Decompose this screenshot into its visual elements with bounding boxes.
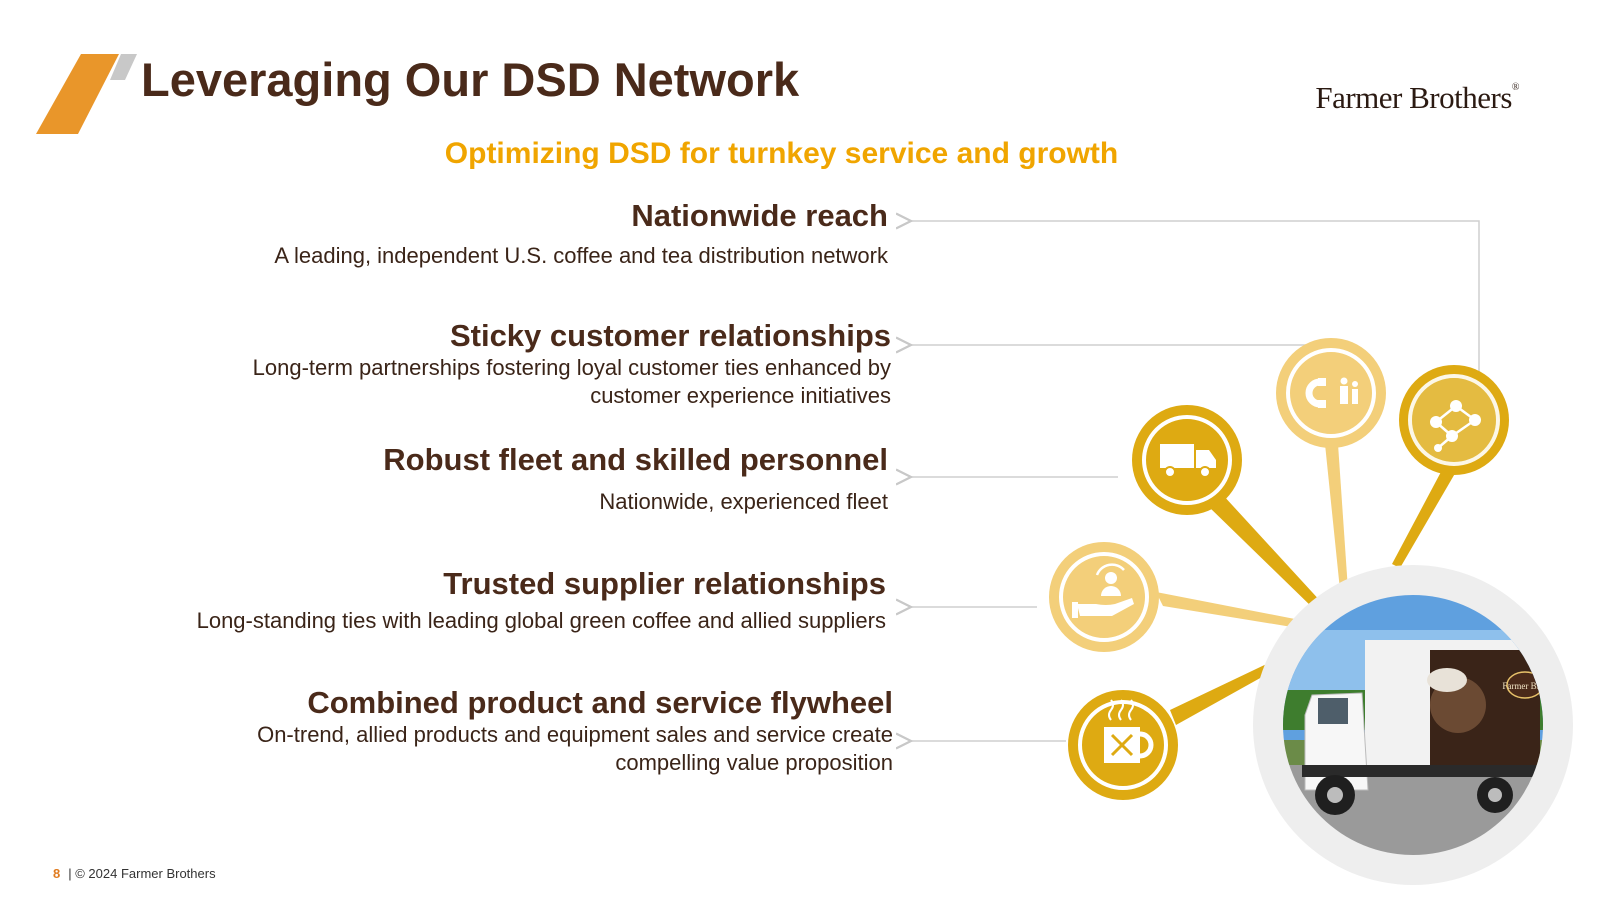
item-description-line: compelling value proposition bbox=[615, 750, 893, 775]
connector-lines bbox=[911, 221, 1480, 741]
farmer-brothers-logo: Farmer Brothers® bbox=[1315, 80, 1519, 115]
page-subtitle: Optimizing DSD for turnkey service and g… bbox=[444, 137, 1119, 170]
page-number: 8 bbox=[53, 866, 61, 881]
item-trusted-supplier: Trusted supplier relationships Long-stan… bbox=[197, 566, 886, 635]
item-description: A leading, independent U.S. coffee and t… bbox=[274, 243, 888, 268]
network-icon bbox=[1399, 365, 1509, 475]
item-sticky-customer-relationships: Sticky customer relationships Long-term … bbox=[253, 318, 891, 410]
copyright: | © 2024 Farmer Brothers bbox=[68, 866, 216, 881]
item-description: Nationwide, experienced fleet bbox=[599, 489, 888, 514]
item-heading: Robust fleet and skilled personnel bbox=[383, 442, 888, 477]
truck-photo-hub: Farmer Bros bbox=[1253, 565, 1573, 885]
accent-slash bbox=[36, 54, 137, 134]
item-heading: Sticky customer relationships bbox=[449, 318, 891, 353]
item-combined-flywheel: Combined product and service flywheel On… bbox=[257, 685, 893, 777]
item-heading: Combined product and service flywheel bbox=[307, 685, 893, 720]
item-nationwide-reach: Nationwide reach A leading, independent … bbox=[274, 198, 888, 270]
item-description-line: Long-term partnerships fostering loyal c… bbox=[252, 355, 891, 380]
pin-stems bbox=[1156, 444, 1457, 725]
truck-icon bbox=[1132, 405, 1242, 515]
item-description-line: On-trend, allied products and equipment … bbox=[257, 722, 893, 747]
footer: 8 | © 2024 Farmer Brothers bbox=[53, 866, 216, 881]
hand-supplier-icon bbox=[1049, 542, 1159, 652]
page-title: Leveraging Our DSD Network bbox=[141, 53, 800, 106]
magnet-customer-icon bbox=[1276, 338, 1386, 448]
coffee-mug-tools-icon bbox=[1068, 690, 1178, 800]
item-heading: Nationwide reach bbox=[631, 198, 888, 233]
item-description: Long-standing ties with leading global g… bbox=[196, 608, 886, 633]
item-description-line: customer experience initiatives bbox=[590, 383, 891, 408]
item-heading: Trusted supplier relationships bbox=[443, 566, 886, 601]
item-robust-fleet: Robust fleet and skilled personnel Natio… bbox=[383, 442, 888, 516]
truck-logo-text: Farmer Bros bbox=[1502, 681, 1548, 691]
